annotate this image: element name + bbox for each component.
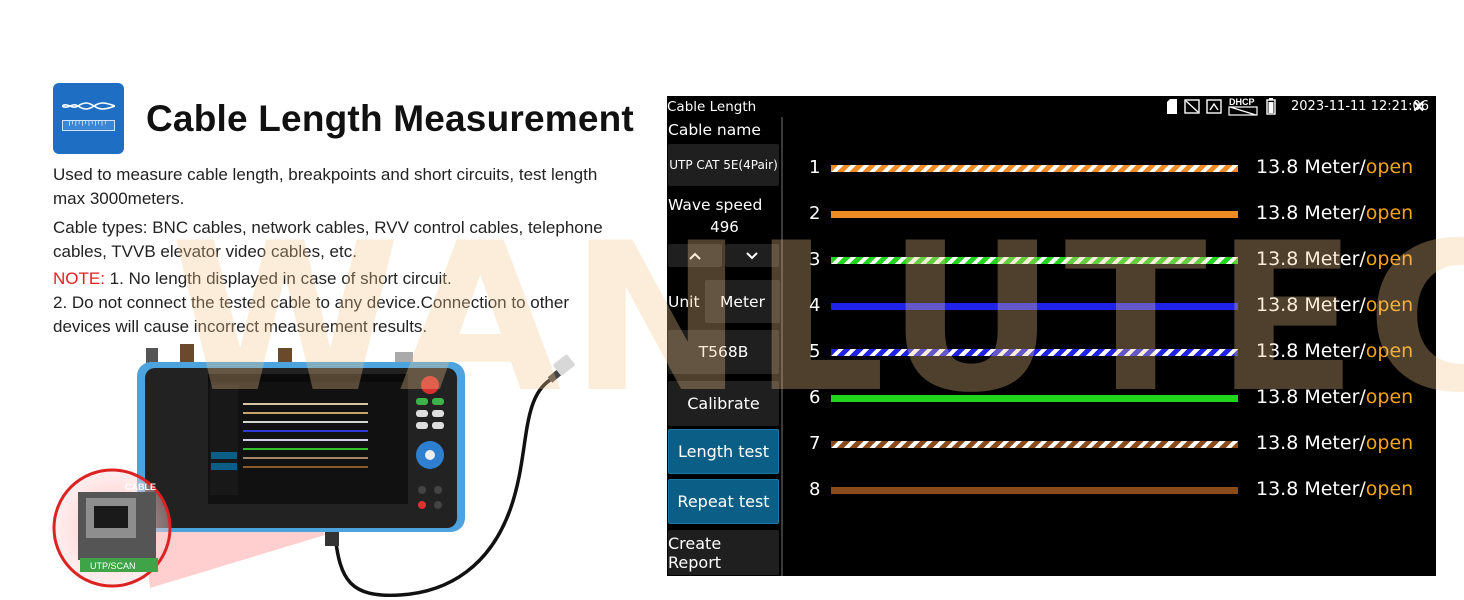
pair-result: 13.8 Meter/open [1256,156,1413,178]
cable-length-plot: 1 13.8 Meter/open 2 13.8 Meter/open 3 13.8 Me… [785,117,1436,576]
pair-number: 1 [809,157,821,178]
pair-result: 13.8 Meter/open [1256,432,1413,454]
pair-wire-1 [831,165,1238,172]
screen-title: Cable Length [667,99,757,115]
pair-number: 4 [809,295,821,316]
pair-length: 13.8 Meter/ [1256,478,1366,500]
tester-screen: Cable Length DHCP 2023-11-11 12:21:06 ✕ … [667,96,1436,576]
pair-number: 6 [809,387,821,408]
no-signal-icon [1184,99,1200,114]
pair-wire-3 [831,257,1238,264]
pair-length: 13.8 Meter/ [1256,432,1366,454]
cable-types-text: Cable types: BNC cables, network cables,… [53,218,603,261]
pair-wire-2 [831,211,1238,218]
wiring-standard-button[interactable]: T568B [668,330,779,374]
datetime: 2023-11-11 12:21:06 [1291,99,1430,114]
pair-number: 7 [809,433,821,454]
calibrate-button[interactable]: Calibrate [668,381,779,426]
repeat-test-button[interactable]: Repeat test [668,479,779,524]
pair-status: open [1365,248,1414,270]
dhcp-label: DHCP [1229,97,1255,107]
pair-result: 13.8 Meter/open [1256,202,1413,224]
pair-result: 13.8 Meter/open [1256,386,1413,408]
pair-number: 5 [809,341,821,362]
note-1-text: 1. No length displayed in case of short … [104,269,452,288]
note-1: NOTE: 1. No length displayed in case of … [53,267,613,291]
screenshot-icon [1206,99,1222,114]
pair-result: 13.8 Meter/open [1256,478,1413,500]
unit-select[interactable]: Meter [705,280,780,323]
pair-number: 3 [809,249,821,270]
pair-status: open [1365,386,1414,408]
pair-length: 13.8 Meter/ [1256,202,1366,224]
port-caption: UTP/SCAN [90,561,136,571]
port-label: CABLE [125,482,156,492]
pair-result: 13.8 Meter/open [1256,340,1413,362]
pair-number: 2 [809,203,821,224]
pair-wire-6 [831,395,1238,402]
cable-name-select[interactable]: UTP CAT 5E(4Pair) [668,144,779,186]
chevron-down-icon [746,251,758,259]
pair-length: 13.8 Meter/ [1256,248,1366,270]
cable-ruler-icon [53,83,124,154]
chevron-up-icon [689,252,701,260]
pair-status: open [1365,478,1414,500]
wave-speed-up-button[interactable] [668,244,722,267]
pair-length: 13.8 Meter/ [1256,386,1366,408]
pair-status: open [1365,294,1414,316]
pair-number: 8 [809,479,821,500]
page-title: Cable Length Measurement [146,98,634,139]
sidebar: Cable name UTP CAT 5E(4Pair) Wave speed … [667,117,783,576]
unit-label: Unit [668,293,700,311]
pair-status: open [1365,432,1414,454]
pair-wire-4 [831,303,1238,310]
pair-length: 13.8 Meter/ [1256,294,1366,316]
sd-card-icon [1167,99,1177,114]
pair-wire-5 [831,349,1238,356]
ruler-icon [62,120,115,131]
tester-device-illustration: UTP/SCAN CABLE [50,340,590,600]
pair-status: open [1365,340,1414,362]
pair-length: 13.8 Meter/ [1256,340,1366,362]
status-icons: DHCP [1166,97,1276,116]
note-label: NOTE: [53,269,105,288]
status-bar: Cable Length DHCP 2023-11-11 12:21:06 ✕ [667,96,1436,117]
pair-length: 13.8 Meter/ [1256,156,1366,178]
pair-status: open [1365,156,1414,178]
wave-speed-value: 496 [710,218,739,236]
close-icon[interactable]: ✕ [1412,99,1426,116]
wave-speed-down-button[interactable] [725,244,779,267]
pair-wire-8 [831,487,1238,494]
pair-wire-7 [831,441,1238,448]
note-2: 2. Do not connect the tested cable to an… [53,293,570,336]
length-test-button[interactable]: Length test [668,429,779,474]
pair-status: open [1365,202,1414,224]
pair-result: 13.8 Meter/open [1256,248,1413,270]
cable-wave-icon [62,102,115,110]
cable-name-label: Cable name [668,121,761,139]
pair-result: 13.8 Meter/open [1256,294,1413,316]
feature-description: Used to measure cable length, breakpoint… [53,165,598,208]
dhcp-icon: DHCP [1228,97,1258,116]
wave-speed-label: Wave speed [668,196,763,214]
create-report-button[interactable]: Create Report [668,530,779,575]
battery-icon [1266,98,1276,115]
